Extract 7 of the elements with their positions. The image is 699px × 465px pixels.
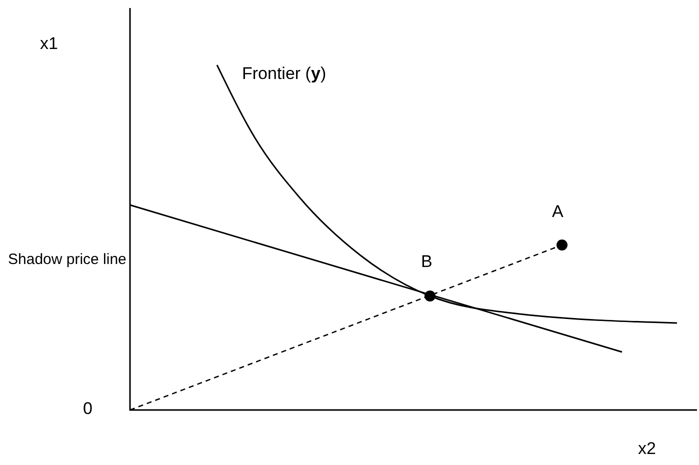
curve-label: Frontier (y) <box>242 65 326 84</box>
line-label: Shadow price line <box>8 252 126 268</box>
point-label: B <box>421 253 432 272</box>
axis-label: x2 <box>638 440 656 459</box>
origin-label: 0 <box>83 400 92 419</box>
axis-label: x1 <box>40 35 58 54</box>
point-label: A <box>552 203 564 222</box>
